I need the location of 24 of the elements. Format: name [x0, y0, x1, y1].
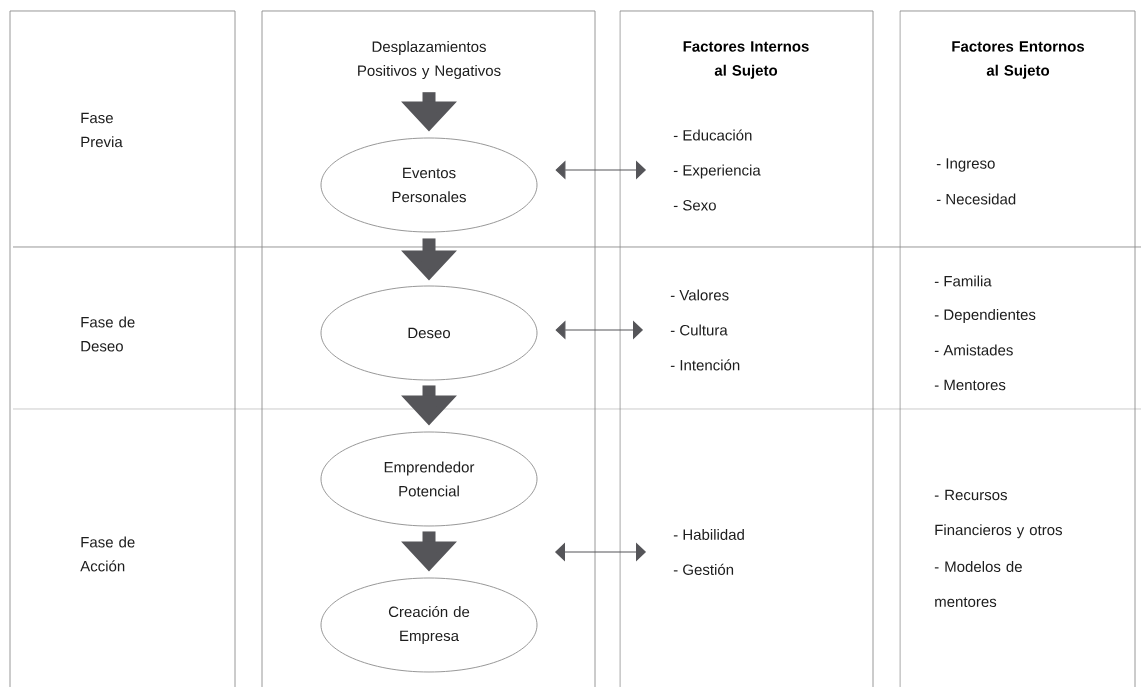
factor-item: - Necesidad: [936, 193, 1016, 205]
factor-item: - Recursos Financieros y otros: [934, 489, 1062, 539]
factor-item: - Familia: [934, 275, 992, 287]
factor-list: - Habilidad - Gestión: [673, 529, 744, 575]
phase-label: Fase de Deseo: [81, 316, 135, 352]
ellipse-node: Eventos Personales: [320, 137, 538, 233]
ellipse-node: Deseo: [320, 285, 538, 381]
double-arrow: [555, 542, 646, 562]
factor-list: - Valores - Cultura - Intención: [670, 289, 740, 371]
ellipse-node: Creación de Empresa: [320, 577, 538, 673]
column-header: Factores Entornos al Sujeto: [952, 41, 1085, 79]
double-arrow: [555, 320, 643, 340]
factor-item: - Amistades: [934, 344, 1013, 356]
ellipse-node: Emprendedor Potencial: [320, 431, 538, 527]
column-header: Factores Internos al Sujeto: [683, 41, 809, 79]
factor-item: - Modelos de mentores: [934, 561, 1022, 607]
double-arrow: [555, 160, 646, 180]
phase-label: Fase de Acción: [80, 536, 135, 572]
factor-item: - Ingreso: [936, 158, 995, 172]
factor-item: - Mentores: [934, 379, 1006, 391]
factor-list: - Educación - Experiencia - Sexo: [673, 129, 761, 211]
heading-text: Desplazamientos Positivos y Negativos: [358, 41, 501, 79]
phase-label: Fase Previa: [81, 112, 123, 148]
factor-item: - Dependientes: [934, 309, 1036, 323]
